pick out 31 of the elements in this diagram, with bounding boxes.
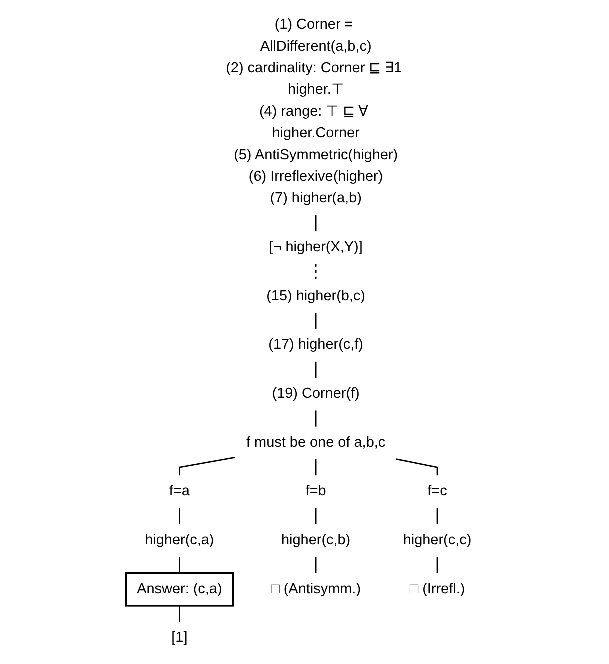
- connector: [179, 557, 180, 574]
- connector: [179, 456, 236, 476]
- connector: [316, 557, 317, 574]
- node-text: (19) Corner(f): [272, 386, 360, 402]
- node-text: higher(c,a): [145, 532, 214, 548]
- connector: [316, 313, 317, 330]
- node-text: □ (Irrefl.): [410, 582, 466, 597]
- connector: [316, 215, 317, 232]
- node-text: f=c: [428, 484, 448, 500]
- node-text: (15) higher(b,c): [266, 288, 366, 304]
- node-text: [¬ higher(X,Y)]: [269, 240, 364, 256]
- node-text: □ (Antisymm.): [271, 582, 362, 597]
- node-box: Answer: (c,a): [125, 572, 234, 607]
- connector: [316, 459, 317, 476]
- node-text: (17) higher(c,f): [268, 337, 364, 353]
- connector: [179, 606, 180, 622]
- node-text: f must be one of a,b,c: [246, 435, 386, 450]
- connector: [436, 508, 438, 525]
- node-text: higher(c,b): [282, 532, 351, 548]
- node-text: (1) Corner = AllDifferent(a,b,c) (2) cardinality: Corner ⊑ ∃1 higher.⊤ (4) range: ⊤ ⊑ ∀ higher.Corner (5) AntiSymmetric(higher) (6) Irreflexive(higher) (7) higher(a,b): [226, 17, 402, 206]
- node-text: f=a: [170, 484, 190, 500]
- connector: [316, 508, 317, 525]
- connector: [316, 362, 317, 378]
- node-text: [1]: [172, 630, 188, 646]
- connector: [316, 264, 317, 280]
- node-text: higher(c,c): [403, 532, 472, 548]
- connector: [436, 557, 438, 574]
- connector: [316, 410, 317, 427]
- connector: [179, 508, 180, 525]
- connector: [396, 458, 438, 476]
- node-text: f=b: [306, 484, 326, 500]
